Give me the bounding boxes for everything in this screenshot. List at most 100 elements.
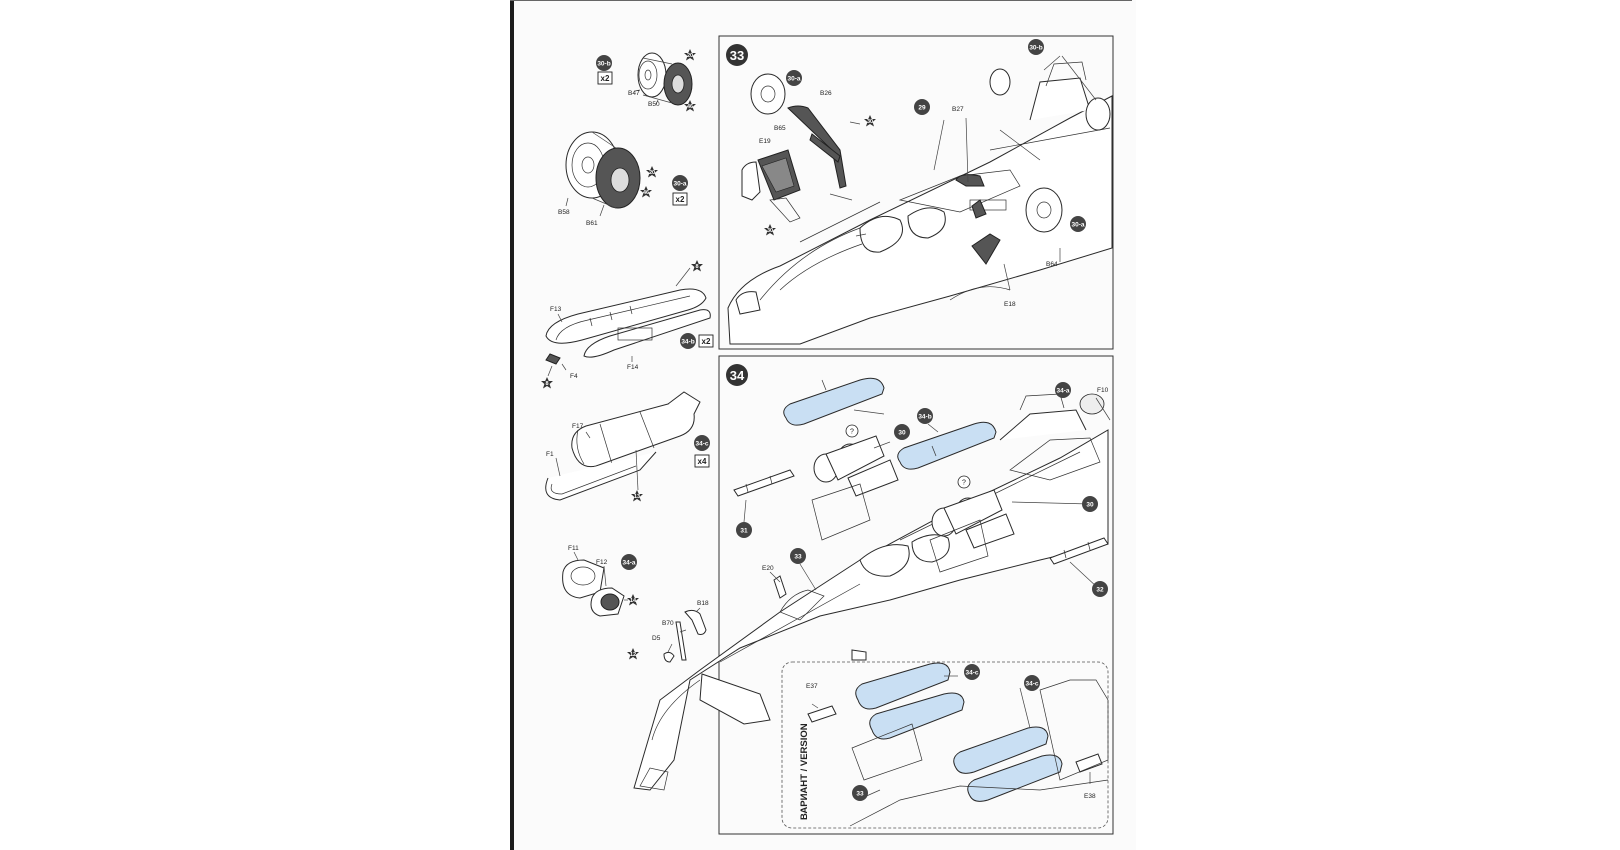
version-inset-weapons [807,662,1109,827]
substep-34c-text: 34-c [695,441,708,448]
part-label-f10: F10 [1097,387,1109,394]
substep-30b-step33-text: 30-b [1029,45,1042,52]
part-label-b70: B70 [662,620,674,627]
part-label-e19: E19 [759,138,771,145]
substep-badge-30-step34-right: 30 [1082,496,1098,512]
part-label-f4: F4 [570,373,578,380]
version-inset-panel [781,661,1109,829]
question-balloon-right: ? [957,475,971,489]
paint-30-text-a: 30 [867,119,873,125]
substep-badge-30-step34-upper: 30 [894,424,910,440]
paint-20-text-b: 20 [649,170,655,176]
paint-star-30-e19: 30 [764,224,776,236]
multiplier-x4-34c-text: x4 [698,457,707,466]
substep-badge-34c-inset-left: 34-c [964,664,980,680]
paint-star-14: 14 [627,594,639,606]
part-label-f12: F12 [596,559,608,566]
substep-badge-30a-step33-lower: 30-a [1070,216,1086,232]
substep-badge-34b-step34: 34-b [917,408,933,424]
part-label-b47: B47 [628,90,640,97]
paint-star-20-small-wheel: 20 [684,49,696,61]
multiplier-x2-34b-text: x2 [702,337,711,346]
question-text-left: ? [850,429,854,436]
substep-30-upper-text: 30 [898,430,906,437]
part-label-b50: B50 [648,101,660,108]
substep-badge-34c-inset-right: 34-c [1024,675,1040,691]
substep-33-step34-text: 33 [794,554,802,561]
part-label-e20: E20 [762,565,774,572]
subassembly-30a-wheel [565,131,641,217]
part-label-f14: F14 [627,364,639,371]
paint-star-13: 13 [631,490,643,502]
part-label-b58: B58 [558,209,570,216]
substep-badge-33-step34: 33 [790,548,806,564]
multiplier-x2-30b: x2 [597,71,613,85]
substep-34a-step34-text: 34-a [1056,388,1069,395]
version-label: ВАРИАНТ / VERSION [799,723,810,820]
paint-20-text-a: 20 [687,53,693,59]
step-34-weapons [733,377,1111,599]
paint-8-text-b: 8 [545,381,548,387]
part-label-f1: F1 [546,451,554,458]
substep-30a-upper-text: 30-a [787,76,800,83]
subassembly-34c-pod [545,391,701,501]
substep-30b-text: 30-b [597,61,610,68]
part-label-b64: B64 [1046,261,1058,268]
substep-29-text: 29 [918,105,926,112]
substep-badge-31: 31 [736,522,752,538]
part-label-d5: D5 [652,635,661,642]
part-label-b18: B18 [697,600,709,607]
wheel-small-leaders [634,89,659,105]
part-label-f17: F17 [572,423,584,430]
paint-star-8-pod-bottom: 8 [541,377,553,389]
paint-12-text: 12 [630,652,636,658]
part-label-b27: B27 [952,106,964,113]
paint-30-text-b: 30 [767,228,773,234]
paint-14-text: 14 [630,598,637,604]
paint-star-46-small-wheel: 46 [684,100,696,112]
substep-badge-34a-step34: 34-a [1055,382,1071,398]
part-label-f13: F13 [550,306,562,313]
substep-badge-32: 32 [1092,581,1108,597]
step-33-number-text: 33 [730,48,744,63]
substep-badge-30a-left: 30-a [672,175,688,191]
paint-46-text-a: 46 [687,104,693,110]
paint-46-text-b: 46 [643,190,649,196]
multiplier-x4-34c: x4 [694,454,710,468]
substep-30-right-text: 30 [1086,502,1094,509]
paint-star-12: 12 [627,648,639,660]
substep-badge-30b-step33: 30-b [1028,39,1044,55]
multiplier-x2-30a: x2 [672,192,688,206]
substep-34b-text: 34-b [681,339,694,346]
multiplier-x2-30b-text: x2 [601,74,610,83]
step-33-parts [741,55,1111,291]
substep-badge-34b-left: 34-b [680,333,696,349]
subassembly-34a-intake [562,551,628,617]
substep-30a-lower-text: 30-a [1071,222,1084,229]
subassembly-34b-pod [545,267,711,377]
step-33-panel [718,35,1114,350]
part-label-e37: E37 [806,683,818,690]
paint-star-20-big-wheel: 20 [646,166,658,178]
paint-13-text: 13 [634,494,640,500]
part-label-b65: B65 [774,125,786,132]
step-33-fuselage [727,61,1113,345]
substep-badge-34a-left: 34-a [621,554,637,570]
paint-star-8-pod-top: 8 [691,260,703,272]
substep-badge-33-inset: 33 [852,785,868,801]
substep-34a-text: 34-a [622,560,635,567]
multiplier-x2-30a-text: x2 [676,195,685,204]
substep-32-text: 32 [1096,587,1104,594]
substep-badge-30b-left: 30-b [596,55,612,71]
step-34-panel [718,355,1114,835]
paint-8-text-a: 8 [695,264,698,270]
sheet-top-edge [510,0,1132,1]
part-label-b26: B26 [820,90,832,97]
substep-33-inset-text: 33 [856,791,864,798]
substep-badge-29: 29 [914,99,930,115]
substep-34c-inset-right-text: 34-c [1025,681,1038,688]
question-balloon-left: ? [845,424,859,438]
part-label-b61: B61 [586,220,598,227]
paint-star-30-b26: 30 [864,115,876,127]
